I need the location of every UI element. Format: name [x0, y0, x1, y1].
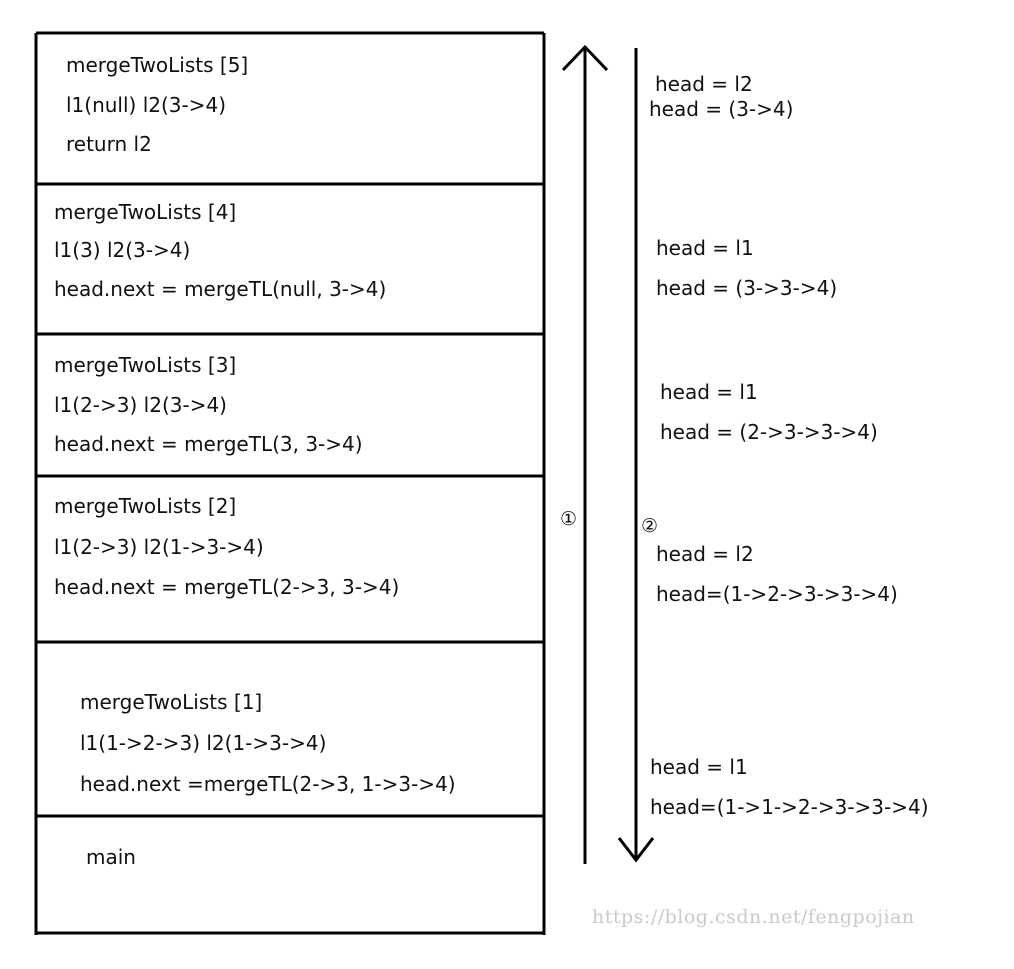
note-head-value: head = (3->3->4): [656, 276, 838, 300]
note-head-value: head = (3->4): [649, 97, 794, 121]
note-head-assign: head = l1: [650, 755, 748, 779]
frame-args: l1(2->3) l2(3->4): [54, 393, 227, 417]
frame-statement: head.next = mergeTL(null, 3->4): [54, 277, 387, 301]
frame-title: mergeTwoLists [5]: [66, 53, 249, 77]
note-head-assign: head = l2: [656, 542, 754, 566]
frame-title: mergeTwoLists [1]: [80, 690, 263, 714]
frame-title: mergeTwoLists [4]: [54, 200, 237, 224]
frame-statement: head.next = mergeTL(2->3, 3->4): [54, 575, 400, 599]
frame-statement: head.next =mergeTL(2->3, 1->3->4): [80, 772, 456, 796]
frame-args: l1(3) l2(3->4): [54, 238, 191, 262]
down-arrow: [617, 48, 655, 863]
frame-title: mergeTwoLists [3]: [54, 353, 237, 377]
watermark: https://blog.csdn.net/fengpojian: [592, 906, 915, 928]
frame-statement: return l2: [66, 132, 152, 156]
note-head-assign: head = l1: [656, 236, 754, 260]
down-arrow-label: ②: [641, 515, 659, 537]
note-head-value: head=(1->1->2->3->3->4): [650, 795, 929, 819]
frame-args: l1(2->3) l2(1->3->4): [54, 535, 264, 559]
frame-args: l1(null) l2(3->4): [66, 93, 227, 117]
frame-title: mergeTwoLists [2]: [54, 494, 237, 518]
up-arrow-label: ①: [560, 508, 578, 530]
note-head-assign: head = l1: [660, 380, 758, 404]
up-arrow: [561, 44, 609, 864]
stack-outline: [34, 31, 546, 935]
frame-args: l1(1->2->3) l2(1->3->4): [80, 731, 327, 755]
note-head-value: head = (2->3->3->4): [660, 420, 878, 444]
note-head-assign: head = l2: [655, 72, 753, 96]
frame-title: main: [86, 845, 136, 869]
frame-statement: head.next = mergeTL(3, 3->4): [54, 432, 363, 456]
note-head-value: head=(1->2->3->3->4): [656, 582, 898, 606]
